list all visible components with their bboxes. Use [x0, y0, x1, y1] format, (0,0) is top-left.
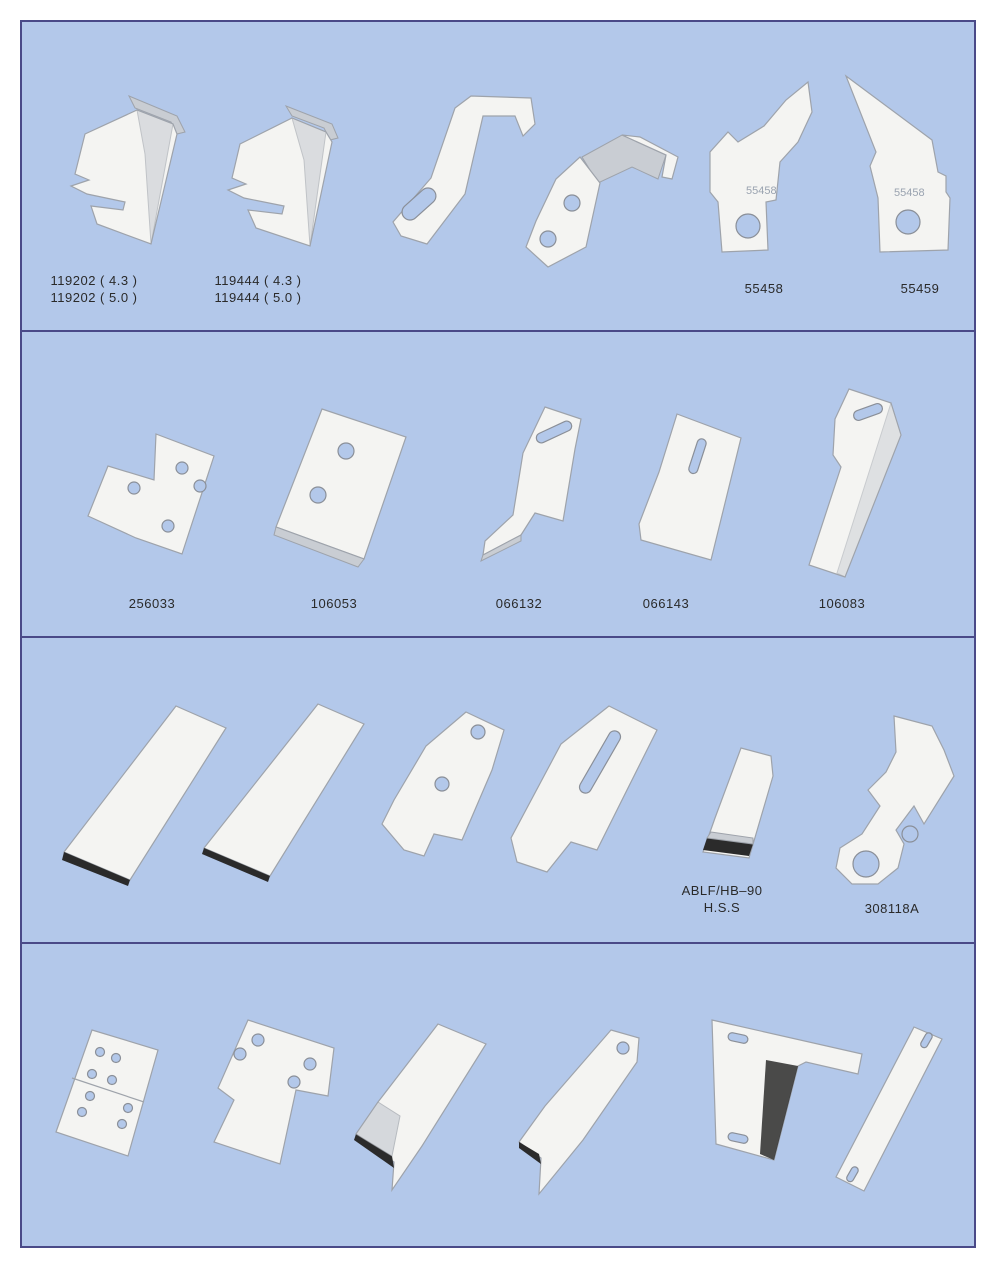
- part-119202-image: [67, 94, 192, 264]
- row-divider: [22, 942, 974, 944]
- part-label: 066132: [495, 596, 543, 611]
- part-308118a-image: [832, 714, 962, 894]
- part-55458-image: 55458: [708, 80, 828, 282]
- part-row3-blade-4-image: [505, 704, 665, 879]
- part-label: 106053: [310, 596, 358, 611]
- part-55458-stamp: 55458: [746, 185, 777, 197]
- part-55459-stamp: 55458: [894, 187, 925, 199]
- part-066132-image: [477, 405, 587, 565]
- part-row4-plate-2-image: [192, 1018, 342, 1168]
- part-label: 55459: [900, 281, 940, 296]
- part-label: 106083: [818, 596, 866, 611]
- part-label: 119444 ( 4.3 )119444 ( 5.0 ): [214, 273, 302, 305]
- part-119444-image: [222, 104, 347, 264]
- part-row4-l-blade-image: [708, 1018, 868, 1178]
- row-divider: [22, 636, 974, 638]
- catalog-frame: 55458 55458 119202 ( 4.3 )119202 ( 5.0 )…: [20, 20, 976, 1248]
- part-066143-image: [637, 412, 747, 562]
- part-55459-image: 55458: [842, 74, 962, 274]
- part-label: 308118A: [864, 901, 920, 916]
- part-row1-blade-3-image: [387, 94, 537, 254]
- part-106053-image: [272, 407, 412, 568]
- part-label: 119202 ( 4.3 )119202 ( 5.0 ): [50, 273, 138, 305]
- part-row4-blade-3-image: [352, 1022, 492, 1193]
- part-label: 066143: [642, 596, 690, 611]
- part-row4-bar-blade-image: [832, 1025, 952, 1195]
- part-row4-blade-4-image: [517, 1028, 647, 1198]
- part-256033-image: [82, 422, 222, 557]
- part-row1-blade-4-image: [522, 117, 682, 277]
- part-row3-flat-blade-2-image: [200, 702, 370, 882]
- part-label: 55458: [744, 281, 784, 296]
- part-106083-image: [807, 388, 917, 584]
- part-ablf-hb-90-image: [697, 746, 787, 861]
- part-label: 256033: [128, 596, 176, 611]
- part-row3-blade-3-image: [380, 710, 510, 860]
- row-divider: [22, 330, 974, 332]
- part-row4-plate-1-image: [52, 1028, 162, 1158]
- part-row3-flat-blade-1-image: [60, 704, 230, 886]
